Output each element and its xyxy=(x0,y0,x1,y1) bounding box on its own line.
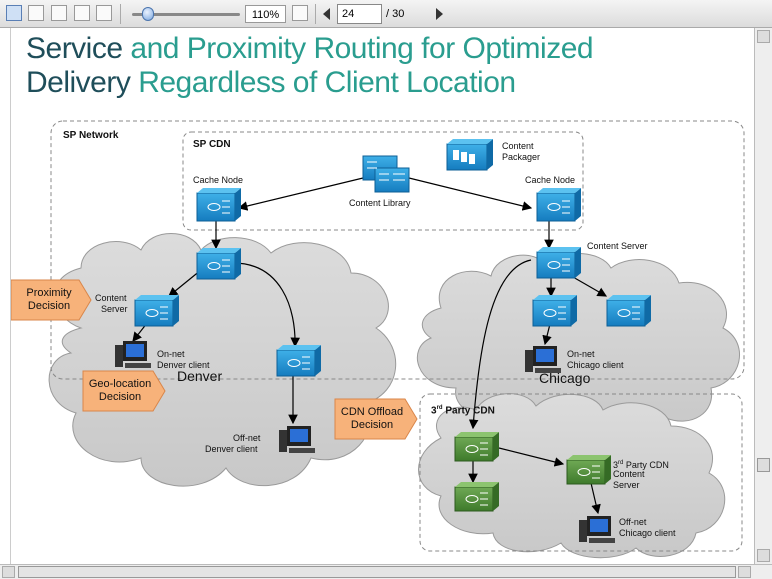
scroll-right-icon[interactable] xyxy=(738,566,751,578)
sp-cdn-boundary xyxy=(182,131,584,231)
content-packager-label-2: Packager xyxy=(502,152,541,162)
content-server-chicago-label: Content Server xyxy=(587,241,648,251)
cache-node-denver xyxy=(196,188,241,222)
third-party-content-server-label-1: 3rd Party CDN xyxy=(613,460,669,470)
scroll-left-icon[interactable] xyxy=(2,566,15,578)
denver-offnet-label-1: Off-net xyxy=(233,433,261,443)
denver-city-label: Denver xyxy=(177,368,223,384)
two-page-view-icon[interactable] xyxy=(28,5,44,21)
content-server-denver-label-2: Server xyxy=(101,304,128,314)
server-chicago-right xyxy=(606,295,651,327)
vertical-scroll-thumb[interactable] xyxy=(757,458,770,472)
fullscreen-icon[interactable] xyxy=(292,5,308,21)
denver-offnet-label-2: Denver client xyxy=(205,444,258,454)
content-packager-icon xyxy=(446,139,493,171)
fit-height-icon[interactable] xyxy=(96,5,112,21)
next-page-icon[interactable] xyxy=(436,8,443,20)
single-page-view-icon[interactable] xyxy=(6,5,22,21)
cdn-offload-callout-shape xyxy=(334,398,418,440)
zoom-level[interactable]: 110% xyxy=(245,5,286,23)
content-library-label: Content Library xyxy=(349,198,411,208)
proximity-callout-shape xyxy=(11,279,92,321)
third-party-cdn-label: 3rd Party CDN xyxy=(431,405,495,417)
connection-lines xyxy=(132,177,608,515)
slide-title: Service and Proximity Routing for Optimi… xyxy=(26,32,594,99)
chicago-onnet-label-1: On-net xyxy=(567,349,595,359)
zoom-slider-thumb[interactable] xyxy=(142,7,154,21)
sp-network-label: SP Network xyxy=(63,130,119,141)
server-chicago-left xyxy=(532,295,577,327)
third-party-router-bottom xyxy=(454,482,499,512)
horizontal-scroll-thumb[interactable] xyxy=(18,566,736,578)
chicago-offnet-label-2: Chicago client xyxy=(619,528,676,538)
network-diagram xyxy=(11,120,745,559)
horizontal-scrollbar[interactable] xyxy=(0,564,772,579)
chicago-city-label: Chicago xyxy=(539,370,591,386)
previous-page-icon[interactable] xyxy=(323,8,330,20)
sp-cdn-label: SP CDN xyxy=(193,139,231,150)
third-party-cdn-boundary xyxy=(419,393,743,552)
third-party-content-server-label-3: Server xyxy=(613,480,640,490)
page-number-input[interactable]: 24 xyxy=(337,4,382,24)
denver-offnet-client-icon xyxy=(279,426,315,453)
chicago-offnet-client-icon xyxy=(579,516,615,543)
viewer-toolbar: 110% 24 / 30 xyxy=(0,0,772,28)
scroll-up-icon[interactable] xyxy=(757,30,770,43)
chicago-offnet-label-1: Off-net xyxy=(619,517,647,527)
content-server-denver xyxy=(134,295,179,327)
cache-node-chicago xyxy=(536,188,581,222)
scroll-down-icon[interactable] xyxy=(757,549,770,562)
cache-node-denver-label: Cache Node xyxy=(193,175,244,185)
third-party-router-top xyxy=(454,432,499,462)
vertical-scrollbar[interactable] xyxy=(754,28,772,564)
content-packager-label-1: Content xyxy=(502,141,534,151)
third-party-content-server xyxy=(566,455,611,485)
cache-node-chicago-label: Cache Node xyxy=(525,175,576,185)
denver-cloud xyxy=(48,233,397,487)
denver-onnet-client-icon xyxy=(115,341,151,368)
denver-onnet-label-2: Denver client xyxy=(157,360,210,370)
content-library-icon xyxy=(362,155,410,193)
denver-onnet-label-1: On-net xyxy=(157,349,185,359)
slide-canvas: Service and Proximity Routing for Optimi… xyxy=(10,28,755,564)
third-party-content-server-label-2: Content xyxy=(613,469,645,479)
content-server-chicago xyxy=(536,247,581,279)
thumbnail-grid-icon[interactable] xyxy=(51,5,67,21)
geo-location-callout-shape xyxy=(82,370,166,412)
chicago-onnet-label-2: Chicago client xyxy=(567,360,624,370)
chicago-onnet-client-icon xyxy=(525,346,561,373)
sp-network-boundary xyxy=(50,120,745,380)
content-server-denver-label-1: Content xyxy=(95,293,127,303)
router-denver-south xyxy=(276,345,321,377)
zoom-slider-track[interactable] xyxy=(132,13,240,16)
edge-router-denver xyxy=(196,248,241,280)
fit-width-icon[interactable] xyxy=(74,5,90,21)
page-total: / 30 xyxy=(386,8,405,20)
